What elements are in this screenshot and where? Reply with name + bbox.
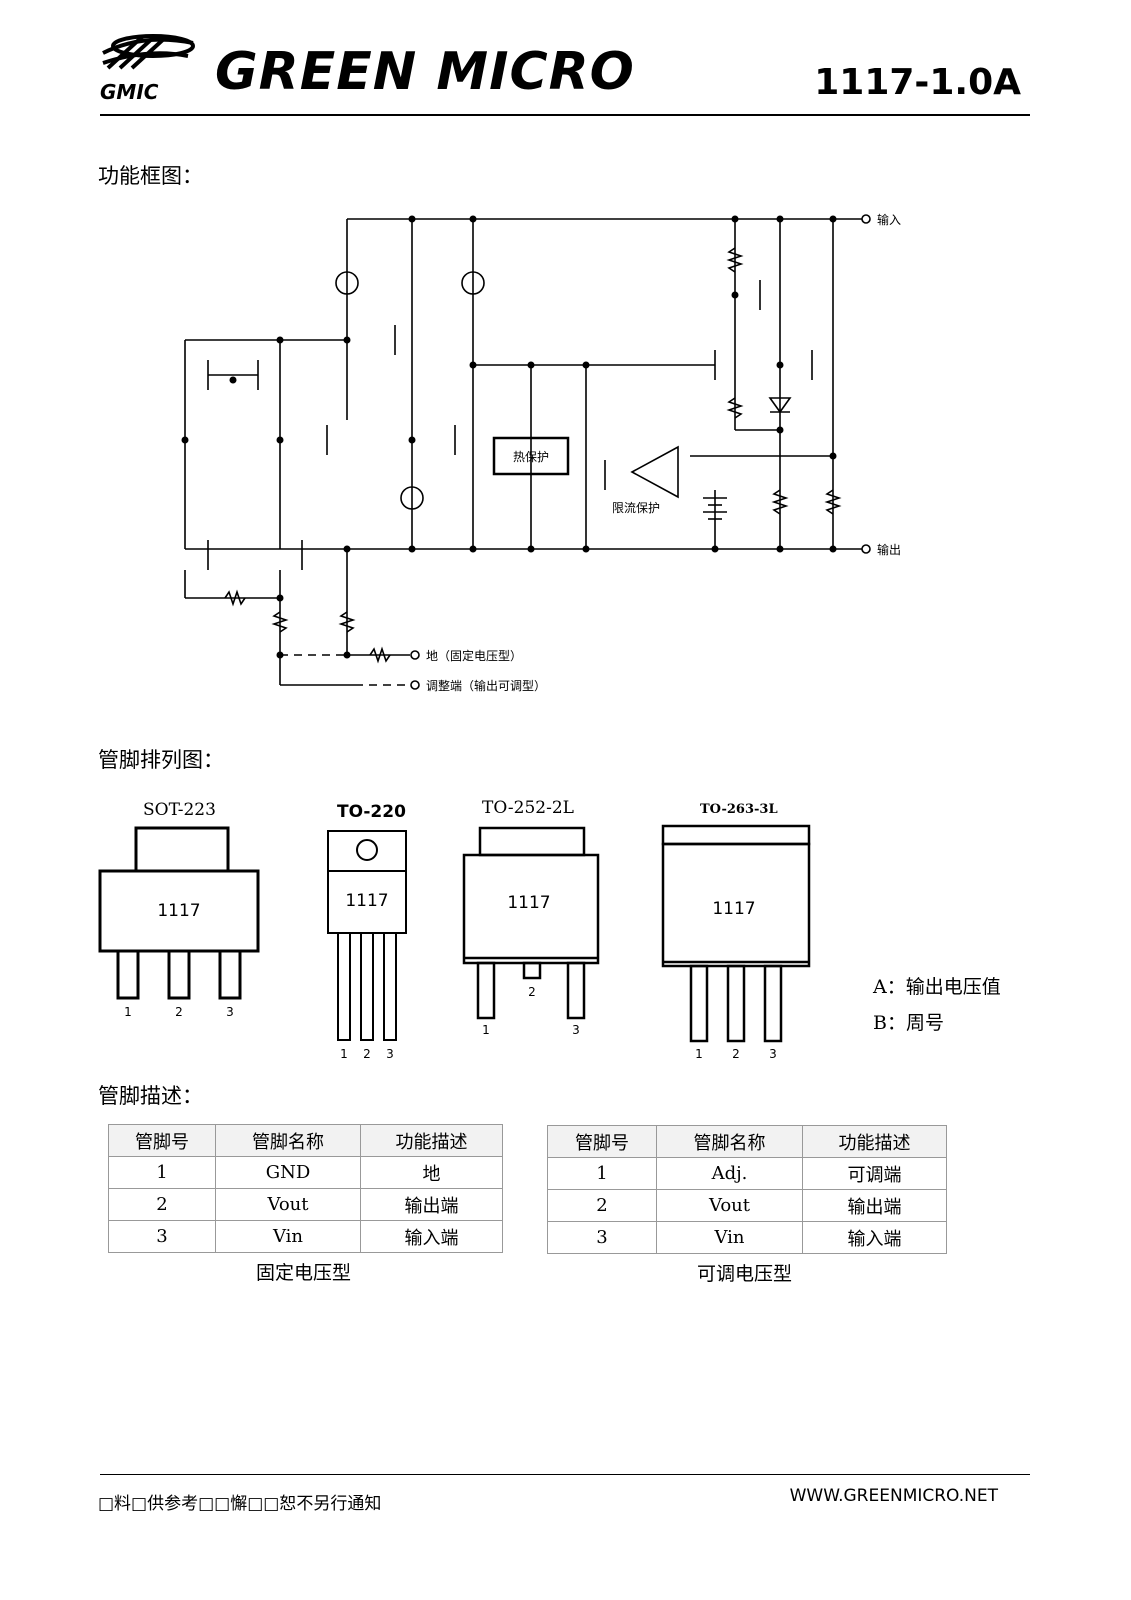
- pin-label: 2: [363, 1047, 371, 1061]
- table-cell: 3: [108, 1220, 216, 1253]
- part-number: 1117-1.0A: [814, 62, 1021, 103]
- header-divider: [100, 114, 1030, 116]
- pin-label: 2: [175, 1005, 183, 1019]
- input-terminal-label: 输入: [877, 212, 901, 227]
- pin-label: 2: [732, 1047, 740, 1061]
- current-limit-label: 限流保护: [612, 501, 660, 515]
- legend-a: A：输出电压值: [873, 976, 1001, 998]
- adjustable-voltage-table: 管脚号 管脚名称 功能描述 1 Adj. 可调端 2 Vout 输出端 3 Vi…: [547, 1125, 947, 1254]
- package-name-to220: TO-220: [337, 802, 406, 822]
- package-name-to263: TO-263-3L: [700, 802, 778, 817]
- table-cell: GND: [215, 1156, 361, 1189]
- pinout-heading: 管脚排列图：: [98, 748, 224, 772]
- package-mark-sot223: 1117: [157, 901, 200, 921]
- table-cell: 输入端: [802, 1221, 947, 1254]
- table-cell: 输入端: [360, 1220, 503, 1253]
- table-row: 2 Vout 输出端: [547, 1189, 947, 1222]
- table-cell: 输出端: [802, 1189, 947, 1222]
- table-cell: 可调端: [802, 1157, 947, 1190]
- table-header: 管脚号: [547, 1125, 657, 1158]
- table-cell: 2: [547, 1189, 657, 1222]
- table-cell: 3: [547, 1221, 657, 1254]
- pin-label: 1: [340, 1047, 348, 1061]
- pin-label: 1: [124, 1005, 132, 1019]
- table-cell: Vin: [215, 1220, 361, 1253]
- logo-text: GMIC: [100, 80, 159, 104]
- legend-b: B：周号: [873, 1012, 944, 1034]
- table-header: 管脚名称: [656, 1125, 803, 1158]
- package-sot223: 1117 1 2 3: [98, 826, 260, 1019]
- table-cell: 1: [547, 1157, 657, 1190]
- table-row: 3 Vin 输入端: [108, 1220, 503, 1253]
- table-cell: 输出端: [360, 1188, 503, 1221]
- table-row: 1 Adj. 可调端: [547, 1157, 947, 1190]
- pin-label: 3: [386, 1047, 394, 1061]
- table-header: 功能描述: [360, 1124, 503, 1157]
- block-diagram-heading: 功能框图：: [98, 164, 203, 188]
- table-row: 2 Vout 输出端: [108, 1188, 503, 1221]
- package-name-to252: TO-252-2L: [482, 798, 574, 818]
- table-header: 功能描述: [802, 1125, 947, 1158]
- package-mark-to220: 1117: [345, 891, 388, 911]
- footer-website[interactable]: WWW.GREENMICRO.NET: [789, 1486, 998, 1506]
- block-diagram: 输入 输出 热保护 限流保护 地（固定电压型） 调整端（输出可调型）: [181, 212, 901, 693]
- table-cell: Vin: [656, 1221, 803, 1254]
- table-header: 管脚名称: [215, 1124, 361, 1157]
- pin-label: 3: [769, 1047, 777, 1061]
- package-mark-to252: 1117: [507, 893, 550, 913]
- table-row: 3 Vin 输入端: [547, 1221, 947, 1254]
- fixed-table-caption: 固定电压型: [256, 1262, 352, 1284]
- table-cell: Vout: [656, 1189, 803, 1222]
- package-to252: 1117 1 2 3: [462, 826, 600, 1037]
- adjustable-table-caption: 可调电压型: [697, 1263, 793, 1285]
- footer-divider: [100, 1474, 1030, 1475]
- pin-label: 3: [226, 1005, 234, 1019]
- package-to220: 1117 1 2 3: [327, 830, 407, 1061]
- fixed-voltage-table: 管脚号 管脚名称 功能描述 1 GND 地 2 Vout 输出端 3 Vin 输…: [108, 1124, 503, 1253]
- table-cell: 1: [108, 1156, 216, 1189]
- adjust-terminal-label: 调整端（输出可调型）: [426, 678, 546, 693]
- pin-label: 3: [572, 1023, 580, 1037]
- pin-label: 1: [482, 1023, 490, 1037]
- package-to263: 1117 1 2 3: [661, 824, 811, 1061]
- table-cell: Adj.: [656, 1157, 803, 1190]
- thermal-protection-label: 热保护: [513, 450, 549, 464]
- table-row: 1 GND 地: [108, 1156, 503, 1189]
- table-header: 管脚号: [108, 1124, 216, 1157]
- pin-label: 1: [695, 1047, 703, 1061]
- table-cell: Vout: [215, 1188, 361, 1221]
- pin-label: 2: [528, 985, 536, 999]
- footer-notice: □料□供参考□□懈□□恕不另行通知: [98, 1494, 382, 1514]
- table-cell: 地: [360, 1156, 503, 1189]
- ground-terminal-label: 地（固定电压型）: [426, 648, 522, 663]
- package-name-sot223: SOT-223: [143, 800, 216, 820]
- package-mark-to263: 1117: [712, 899, 755, 919]
- pin-description-heading: 管脚描述：: [98, 1084, 203, 1108]
- gmic-logo-icon: [102, 34, 195, 70]
- brand-name: GREEN MICRO: [215, 42, 635, 102]
- output-terminal-label: 输出: [877, 542, 901, 557]
- table-cell: 2: [108, 1188, 216, 1221]
